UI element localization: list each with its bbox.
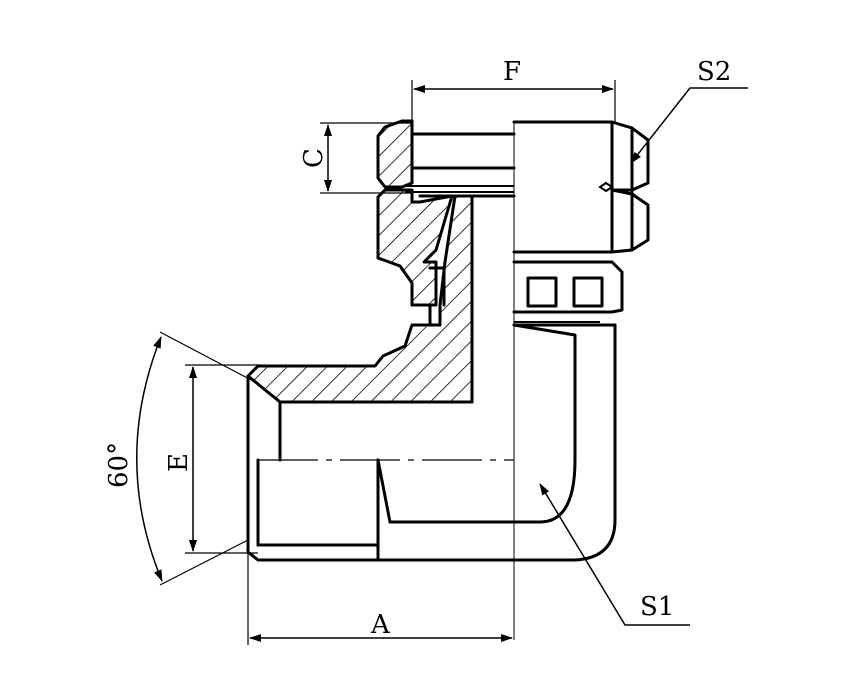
outer-contour <box>246 122 617 640</box>
label-s1: S1 <box>640 592 674 622</box>
dim-label-c: C <box>299 148 329 168</box>
dimension-lines <box>136 80 748 645</box>
sectioned-body <box>246 119 474 404</box>
dim-label-e: E <box>164 453 194 472</box>
dim-label-a: A <box>370 610 391 640</box>
hex-nut <box>512 120 650 314</box>
inner-contours <box>256 132 542 562</box>
dim-label-f: F <box>503 57 521 87</box>
label-s2: S2 <box>697 57 731 87</box>
angle-label: 60° <box>104 442 134 488</box>
